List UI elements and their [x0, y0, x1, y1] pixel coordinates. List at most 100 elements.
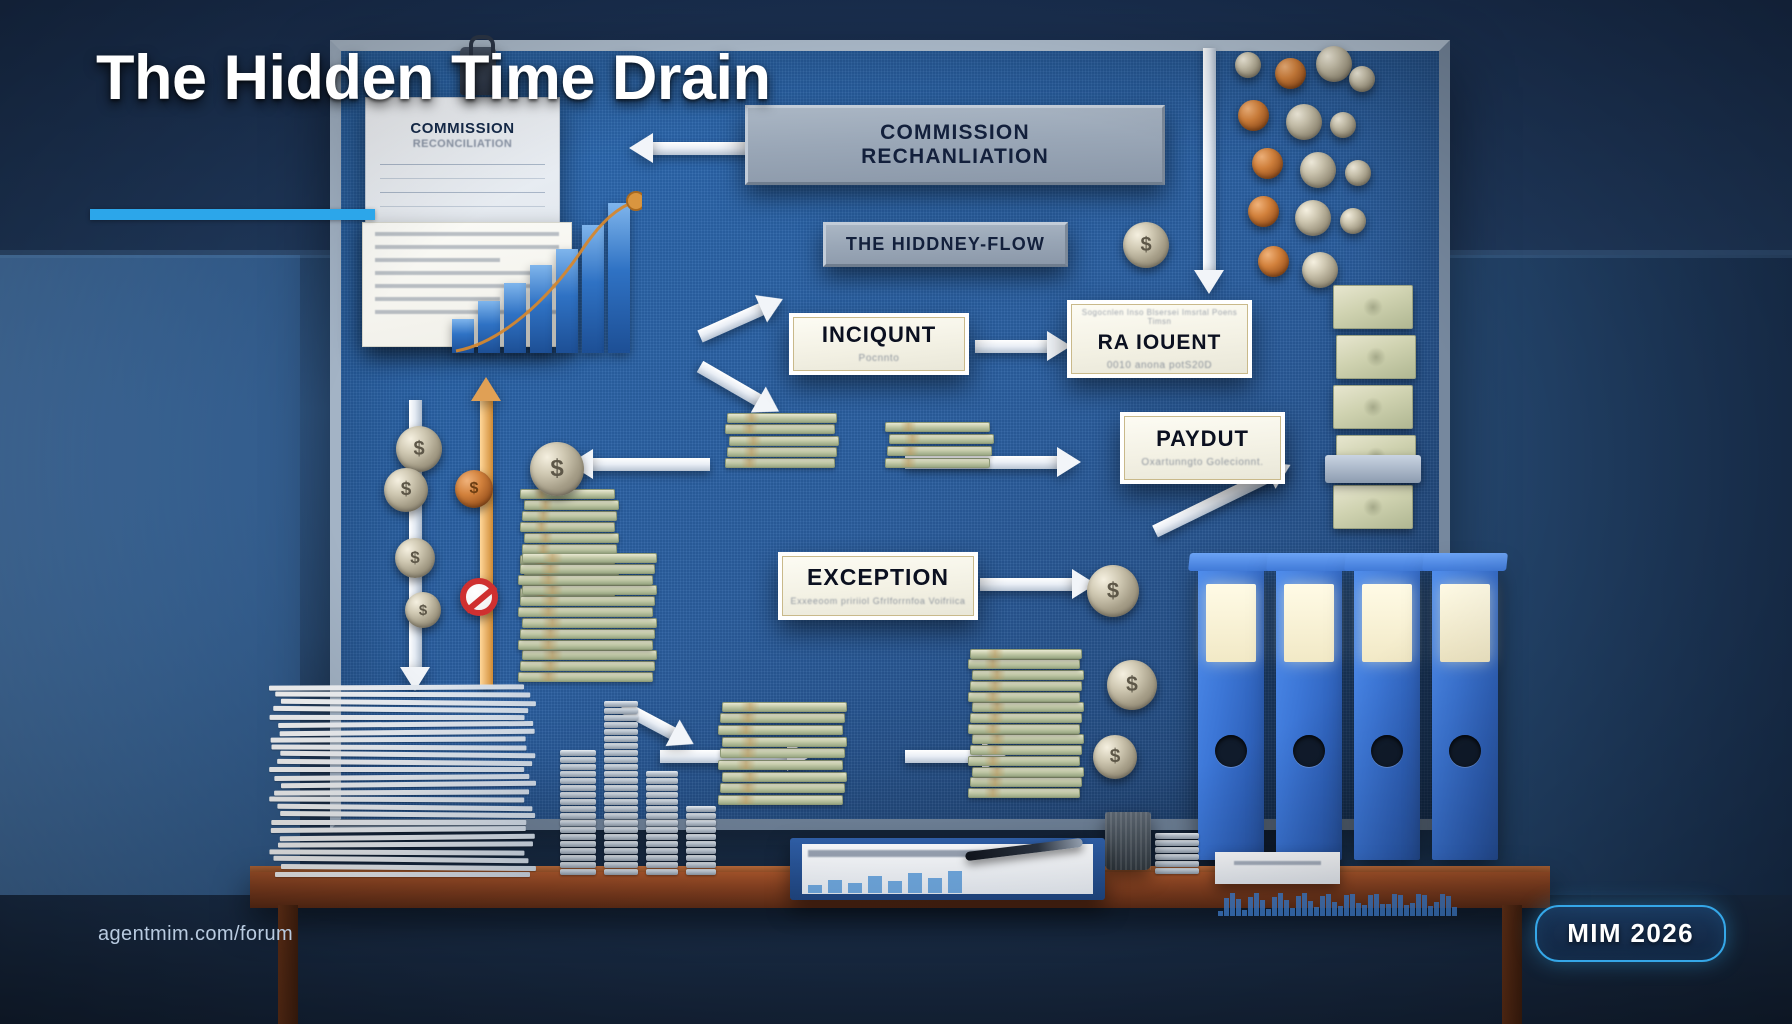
banknote-bundle: [524, 500, 619, 510]
waveform-bar: [1272, 896, 1277, 916]
currency-band: [986, 649, 1004, 658]
sign-incident[interactable]: INCIQUNT Pocnnto: [789, 313, 969, 375]
currency-band: [902, 447, 919, 455]
arrow-exception-out: [980, 578, 1075, 591]
binder: [1344, 553, 1430, 860]
paper-sheet: [277, 803, 533, 811]
chart-bar: [530, 265, 552, 353]
stacked-coin: [604, 722, 638, 728]
stacked-coin: [1155, 854, 1199, 860]
desk-note: [1215, 852, 1340, 884]
currency-band: [986, 778, 1004, 787]
banknote-bundle: [518, 672, 653, 682]
currency-band: [745, 436, 763, 445]
mini-bar: [828, 880, 842, 893]
sign-hidden-money-flow[interactable]: THE HIDDNEY-FLOW: [823, 222, 1068, 267]
waveform-bar: [1326, 893, 1331, 916]
banknote-bundle: [518, 607, 653, 617]
banknote-bundle: [970, 648, 1082, 659]
coin-column-a: [560, 745, 596, 875]
sign-commission-reconciliation[interactable]: COMMISSION RECHANLIATION: [745, 105, 1165, 185]
sign-document[interactable]: Sogocnlen Inso Blsersei Imsrtal Poens Ti…: [1067, 300, 1252, 378]
footer-url[interactable]: agentmim.com/forum: [98, 923, 294, 945]
coin: [1300, 152, 1336, 188]
coin-dollar-left-c: $: [395, 538, 435, 578]
coin: [1252, 148, 1283, 179]
sign-title: PAYDUT: [1156, 426, 1249, 451]
sign-exception[interactable]: EXCEPTION Exxeeoom pririiol Gfrlforrnfoa…: [778, 552, 978, 620]
stacked-coin: [560, 848, 596, 854]
coin-dollar-right-c: $: [1107, 660, 1157, 710]
banknote-bundle: [889, 434, 994, 444]
no-entry-icon: [460, 578, 498, 616]
currency-band: [534, 490, 549, 498]
currency-band: [541, 618, 563, 627]
stacked-coin: [560, 757, 596, 763]
coin: [1286, 104, 1322, 140]
stacked-coin: [686, 841, 716, 847]
stacked-coin: [646, 869, 678, 875]
waveform-bar: [1398, 894, 1403, 916]
stacked-coin: [646, 799, 678, 805]
waveform-bar: [1404, 905, 1409, 916]
currency-band: [539, 564, 561, 573]
stacked-coin: [686, 848, 716, 854]
currency-band: [743, 414, 761, 423]
sign-line-2: RECHANLIATION: [861, 145, 1049, 168]
money-stack-upper-right: [885, 420, 994, 468]
currency-band: [984, 692, 1002, 701]
stacked-coin: [560, 799, 596, 805]
money-stack-bottom-left: [718, 700, 847, 805]
stacked-coin: [560, 806, 596, 812]
coin-dollar-left-b: $: [384, 468, 428, 512]
banknote-bundle: [720, 713, 845, 724]
stacked-coin: [646, 855, 678, 861]
stacked-coin: [686, 806, 716, 812]
waveform-bar: [1410, 902, 1415, 916]
stacked-coin: [646, 813, 678, 819]
sign-title: RA IOUENT: [1097, 330, 1222, 354]
chart-bar: [556, 249, 578, 353]
arrow-stack-to-coin: [590, 458, 710, 471]
stacked-coin: [604, 806, 638, 812]
banknote-bundle: [520, 661, 655, 672]
currency-band: [539, 629, 561, 638]
chart-bar: [478, 301, 500, 353]
binder-label: [1206, 584, 1256, 662]
mini-bar: [948, 871, 962, 893]
currency-band: [738, 714, 758, 723]
desk-leg-left: [278, 905, 298, 1024]
coin-column-d: [686, 800, 716, 875]
waveform-bar: [1392, 894, 1397, 916]
currency-band: [988, 671, 1006, 680]
stacked-coin: [560, 820, 596, 826]
binder-finger-hole: [1215, 735, 1247, 767]
coin-dollar-left-d: $: [405, 592, 441, 628]
stacked-coin: [560, 841, 596, 847]
currency-band: [741, 425, 759, 434]
banknote-bundle: [522, 511, 617, 521]
stacked-coin: [646, 778, 678, 784]
stacked-coin: [646, 806, 678, 812]
desk-clipboard: [790, 838, 1105, 900]
banknote-bundle: [970, 680, 1082, 691]
paper-sheet: [269, 766, 525, 773]
coin-copper-left: $: [455, 470, 493, 508]
stacked-coin: [686, 813, 716, 819]
paper-sheet: [278, 720, 534, 729]
sign-payout[interactable]: PAYDUT Oxartunngto Golecionnt.: [1120, 412, 1285, 484]
stacked-coin: [560, 785, 596, 791]
stacked-coin: [646, 792, 678, 798]
banknote-bundle: [718, 795, 843, 805]
stacked-coin: [604, 841, 638, 847]
banknote-bundle: [972, 670, 1084, 681]
coin-dollar-right-a: $: [1123, 222, 1169, 268]
stacked-coin: [686, 855, 716, 861]
waveform-bar: [1224, 898, 1229, 916]
binder-top: [1188, 553, 1274, 571]
stacked-coin: [604, 715, 638, 721]
paper-sheet: [277, 841, 533, 848]
currency-band: [539, 662, 561, 671]
stacked-coin: [1155, 847, 1199, 853]
